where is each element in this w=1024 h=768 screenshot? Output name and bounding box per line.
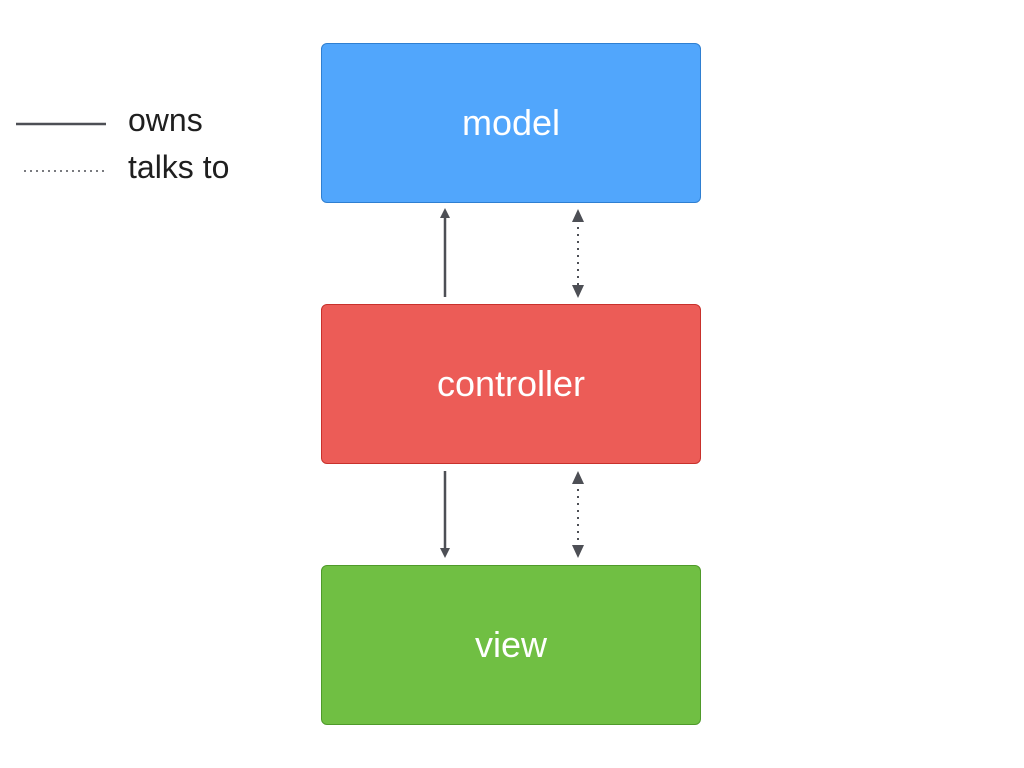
legend-owns-label: owns — [128, 102, 203, 138]
controller-label: controller — [436, 363, 586, 404]
edge-controller-talks-view-head-down — [572, 545, 584, 558]
edge-controller-talks-model-head-up — [572, 209, 584, 222]
model-box: model — [321, 43, 701, 203]
view-box: view — [321, 565, 701, 725]
edge-controller-talks-view-head-up — [572, 471, 584, 484]
model-label: model — [461, 102, 561, 143]
controller-box: controller — [321, 304, 701, 464]
view-label: view — [474, 624, 548, 665]
legend-talks-label: talks to — [128, 149, 230, 185]
edge-controller-talks-model-head-down — [572, 285, 584, 298]
